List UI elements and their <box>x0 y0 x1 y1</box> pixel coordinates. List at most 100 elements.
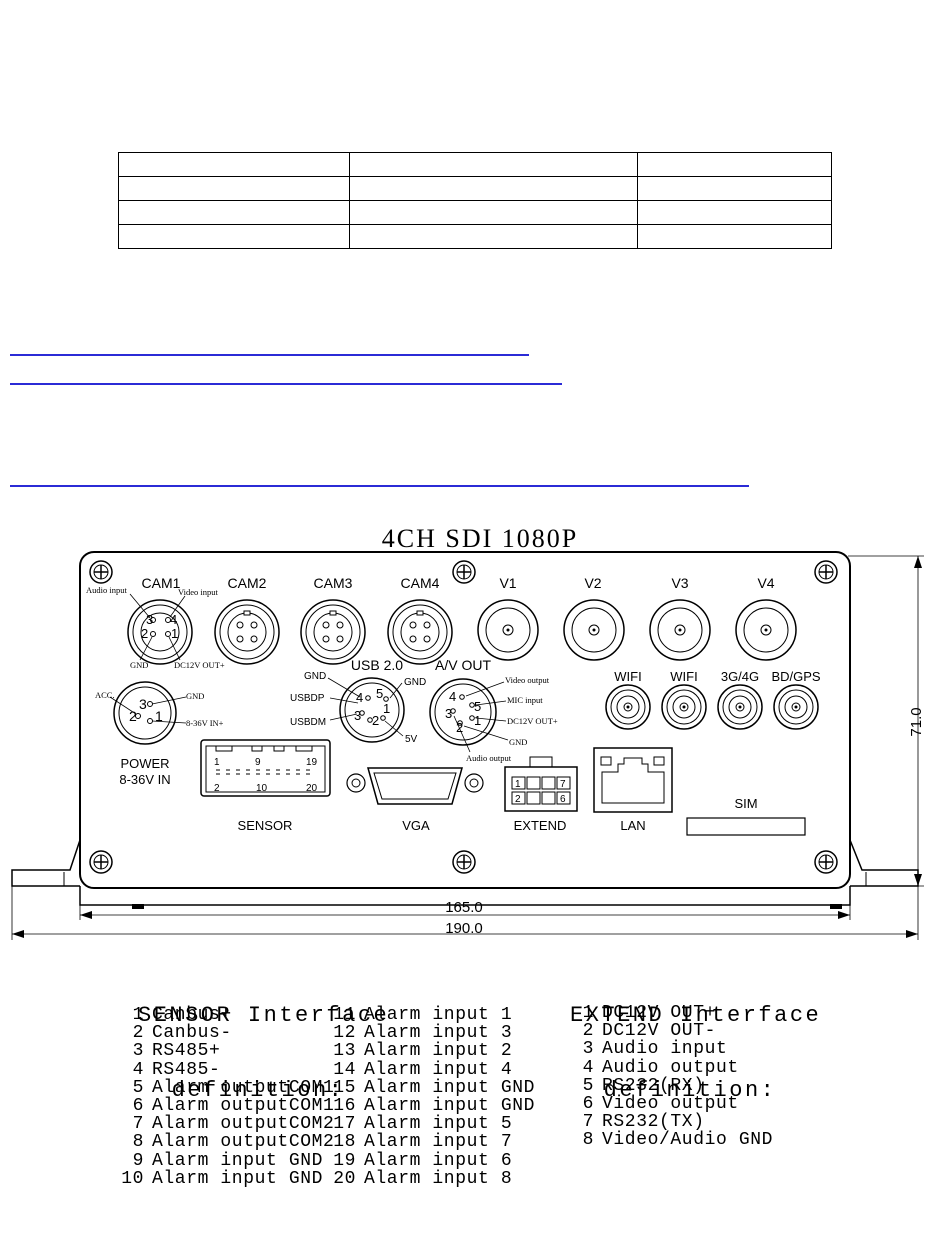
power-range-label: 8-36V IN <box>119 772 170 787</box>
cam1-video-input-label: Video input <box>178 587 218 597</box>
v3-bnc-connector <box>649 599 711 661</box>
pin-number: 9 <box>132 1150 144 1171</box>
pin-number: 2 <box>132 1023 144 1044</box>
pin-function: Alarm input 1 <box>364 1005 513 1025</box>
pin-number: 5 <box>132 1077 144 1098</box>
diagram-title: 4CH SDI 1080P <box>382 524 578 553</box>
empty-table <box>118 152 832 249</box>
pin-function: Alarm input GND <box>364 1096 536 1117</box>
table-cell <box>118 152 350 177</box>
pin-number: 16 <box>333 1096 356 1117</box>
sensor-pin-19: 19 <box>306 757 318 768</box>
pin-function: DC12V OUT+ <box>602 1003 717 1023</box>
extend-definition-title-line2: definition: <box>603 1078 777 1103</box>
pin-function: DC12V OUT- <box>602 1021 717 1042</box>
power-pin-1: 1 <box>155 708 163 724</box>
table-cell <box>637 152 832 177</box>
front-panel <box>79 551 851 889</box>
port-label-v1: V1 <box>499 575 516 591</box>
usb-pin-3: 3 <box>354 708 361 723</box>
pin-number: 11 <box>333 1005 356 1025</box>
inner-width-label: 165.0 <box>445 899 483 916</box>
cam1-pin-2: 2 <box>141 626 148 641</box>
height-dimension-label: 71.0 <box>908 707 925 736</box>
pin-number: 14 <box>333 1059 356 1080</box>
list-item: 5 Alarm outputCOM1 <box>118 1079 334 1097</box>
pin-number: 5 <box>582 1075 594 1096</box>
pin-number: 18 <box>333 1132 356 1153</box>
sim-label: SIM <box>734 796 757 811</box>
power-label: POWER <box>120 756 169 771</box>
av-mic-input-label: MIC input <box>507 695 543 705</box>
table-cell <box>637 200 832 225</box>
screw-icon <box>814 560 838 584</box>
pin-function: Alarm input 8 <box>364 1168 513 1189</box>
lan-label: LAN <box>620 818 645 833</box>
pin-number: 10 <box>121 1168 144 1189</box>
av-pin-5: 5 <box>474 699 481 714</box>
pin-function: Alarm outputCOM1 <box>152 1077 335 1098</box>
av-pin-4: 4 <box>449 689 456 704</box>
screw-icon <box>89 560 113 584</box>
pin-function: Alarm input GND <box>364 1077 536 1098</box>
pin-function: Alarm input 7 <box>364 1132 513 1153</box>
pin-number: 3 <box>582 1039 594 1060</box>
usb-connector <box>327 677 405 743</box>
power-connector <box>109 681 187 745</box>
usb-pin-5: 5 <box>376 686 383 701</box>
table-row <box>118 224 832 249</box>
pin-function: Alarm outputCOM2 <box>152 1132 335 1153</box>
cam1-pin-3: 3 <box>146 612 153 627</box>
pin-function: Alarm input 6 <box>364 1150 513 1171</box>
power-pin-3: 3 <box>139 696 147 712</box>
link-underline-2[interactable] <box>10 383 562 385</box>
pin-function: Alarm input 4 <box>364 1059 513 1080</box>
antenna-label-bdgps: BD/GPS <box>771 669 820 684</box>
extend-definition-title-line1: EXTEND Interface <box>570 1003 822 1028</box>
link-underline-3[interactable] <box>10 485 749 487</box>
table-row <box>118 200 832 225</box>
pin-function: Audio output <box>602 1057 739 1078</box>
link-underline-1[interactable] <box>10 354 529 356</box>
pin-number: 1 <box>132 1005 144 1025</box>
usb-dp-label: USBDP <box>290 693 325 704</box>
cam1-connector <box>127 593 193 665</box>
power-acc-label: ACC. <box>95 690 115 700</box>
usb-dm-label: USBDM <box>290 717 326 728</box>
pin-function: Video/Audio GND <box>602 1130 774 1151</box>
usb-gnd-right-label: GND <box>404 677 426 688</box>
sensor-label: SENSOR <box>238 818 293 833</box>
left-bracket <box>11 839 81 887</box>
v1-bnc-connector <box>477 599 539 661</box>
power-vin-label: 8-36V IN+ <box>186 718 224 728</box>
extend-pin-2: 2 <box>515 794 521 805</box>
list-item: 11 Alarm input 1 <box>330 1006 535 1024</box>
lan-port-icon <box>593 747 673 813</box>
port-label-cam2: CAM2 <box>228 575 267 591</box>
sensor-connector <box>200 739 331 797</box>
table-cell <box>349 176 638 201</box>
pin-number: 8 <box>132 1132 144 1153</box>
av-pin-2: 2 <box>456 720 463 735</box>
sensor-pin-10: 10 <box>256 783 268 794</box>
cam1-gnd-label: GND <box>130 660 148 670</box>
pin-function: Alarm input 3 <box>364 1023 513 1044</box>
pin-number: 13 <box>333 1041 356 1062</box>
list-item: 14 Alarm input 4 <box>330 1059 535 1080</box>
power-pin-2: 2 <box>129 708 137 724</box>
gps-antenna-icon <box>773 684 819 730</box>
port-label-v4: V4 <box>757 575 774 591</box>
extend-label: EXTEND <box>514 818 567 833</box>
cam1-pin-4: 4 <box>170 612 177 627</box>
